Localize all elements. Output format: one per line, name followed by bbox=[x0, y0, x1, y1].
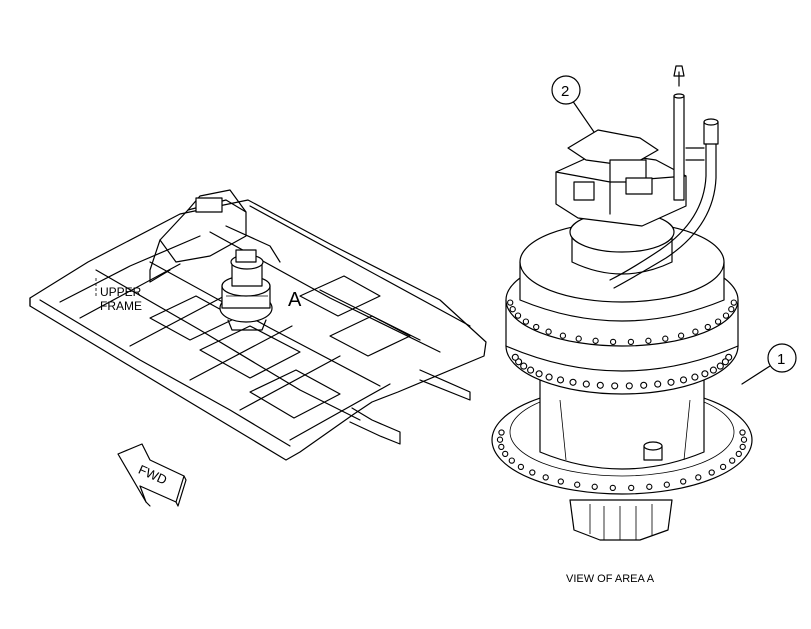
bolt bbox=[542, 474, 549, 481]
bolt bbox=[609, 484, 616, 492]
view-caption: VIEW OF AREA A bbox=[566, 573, 655, 585]
bolt bbox=[529, 469, 536, 476]
swing-motor-small bbox=[219, 249, 273, 331]
bolt bbox=[667, 378, 675, 386]
bolt bbox=[611, 382, 619, 390]
bolt bbox=[728, 306, 735, 313]
bolt bbox=[654, 380, 662, 388]
bolt bbox=[640, 381, 648, 389]
bolt bbox=[609, 338, 617, 346]
bolt bbox=[508, 457, 515, 464]
bolt bbox=[663, 481, 670, 488]
bolt bbox=[628, 484, 635, 492]
swing-drive-assembly bbox=[491, 65, 753, 541]
bolt bbox=[695, 474, 702, 481]
bolt bbox=[596, 381, 604, 389]
bolt bbox=[627, 338, 635, 346]
callout-1-label: 1 bbox=[777, 351, 785, 368]
bolt bbox=[545, 373, 553, 381]
bolt bbox=[569, 378, 577, 386]
bolt bbox=[498, 429, 505, 436]
callout-2-label: 2 bbox=[561, 83, 569, 100]
bolt bbox=[496, 436, 504, 443]
bolt bbox=[662, 335, 669, 342]
bolt bbox=[701, 370, 709, 378]
bolt bbox=[739, 443, 746, 451]
bolt bbox=[520, 362, 528, 370]
bolt bbox=[514, 312, 522, 319]
upper-frame-drawing bbox=[29, 189, 487, 461]
bolt bbox=[535, 370, 543, 378]
bolt bbox=[735, 450, 742, 458]
bolt bbox=[677, 332, 685, 339]
bolt bbox=[498, 443, 505, 451]
bolt bbox=[708, 469, 715, 476]
bolt bbox=[645, 337, 652, 344]
bolt bbox=[692, 328, 699, 335]
bolt bbox=[716, 362, 724, 370]
bolt bbox=[680, 478, 687, 485]
gear-case-bolts bbox=[507, 299, 737, 390]
bolt bbox=[625, 382, 633, 390]
bolt bbox=[507, 299, 514, 306]
bolt bbox=[592, 337, 599, 344]
bolt bbox=[739, 429, 746, 436]
bolt bbox=[722, 312, 730, 319]
bolt bbox=[533, 323, 540, 331]
bolt bbox=[545, 328, 552, 335]
bolt bbox=[714, 318, 722, 325]
fwd-arrow-icon: FWD bbox=[117, 443, 187, 507]
bolt bbox=[591, 483, 598, 490]
flange-bolt-holes bbox=[496, 429, 748, 492]
upper-frame-label: UPPER bbox=[100, 285, 142, 299]
bolt bbox=[582, 380, 590, 388]
area-a-marker: A bbox=[288, 289, 302, 311]
bolt bbox=[646, 483, 653, 490]
bolt bbox=[522, 318, 530, 325]
bolt bbox=[502, 450, 509, 458]
bolt bbox=[509, 306, 516, 313]
bolt bbox=[729, 457, 736, 464]
bolt bbox=[721, 358, 729, 366]
bolt bbox=[679, 376, 688, 384]
bolt bbox=[575, 335, 582, 342]
bolt bbox=[691, 373, 699, 381]
bolt bbox=[557, 478, 564, 485]
bolt bbox=[517, 463, 525, 471]
bolt bbox=[511, 353, 519, 361]
bolt bbox=[527, 366, 535, 374]
bolt bbox=[574, 481, 581, 488]
callout-1: 1 bbox=[741, 343, 797, 385]
bolt bbox=[556, 376, 565, 384]
callout-2: 2 bbox=[551, 75, 595, 133]
bolt bbox=[709, 366, 717, 374]
upper-frame-label-2: FRAME bbox=[100, 299, 142, 313]
bolt bbox=[730, 299, 737, 306]
bolt bbox=[559, 332, 567, 339]
bolt bbox=[704, 323, 711, 331]
bolt bbox=[719, 463, 727, 471]
bolt bbox=[740, 436, 748, 443]
